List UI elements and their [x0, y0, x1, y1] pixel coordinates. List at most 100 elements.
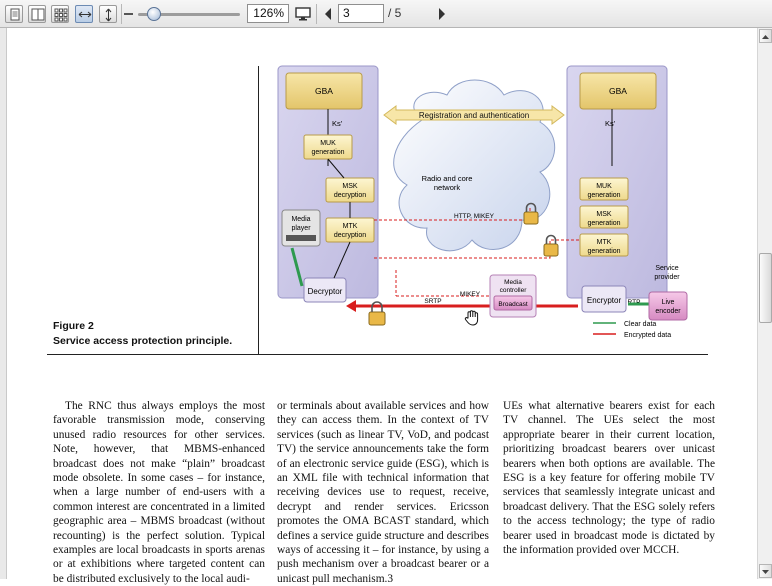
toolbar-separator [316, 4, 317, 24]
figure-caption: Figure 2 Service access protection princ… [53, 319, 232, 349]
fit-width-icon [78, 11, 92, 18]
radio-core-label: Radio and core [422, 174, 473, 183]
muk-left-label: MUK [320, 140, 336, 147]
msk-right-box [579, 205, 629, 229]
clear-data-to-player [290, 247, 304, 287]
viewer-toolbar: 126% 3 / 5 [0, 0, 772, 28]
zoom-out-button[interactable] [124, 9, 133, 18]
document-viewer[interactable]: Registration and authentication GBA GBA … [0, 28, 757, 585]
srtp-label: SRTP [424, 298, 441, 305]
legend-clear-label: Clear data [624, 321, 656, 328]
gba-left-label: GBA [315, 86, 333, 96]
media-player-label: Media [291, 216, 310, 223]
chevron-down-icon [762, 570, 769, 574]
mtk-right-label: MTK [597, 239, 612, 246]
page-total: / 5 [388, 6, 402, 20]
left-arrow-1 [327, 158, 345, 179]
mtk-right-label-2: generation [587, 248, 620, 255]
http-mikey-label: HTTP, MIKEY [454, 213, 495, 220]
hand-cursor-icon [463, 309, 481, 332]
encryptor-box [581, 285, 627, 313]
body-column-3: UEs what alternative bearers exist for e… [503, 399, 715, 557]
body-column-1: The RNC thus always employs the most fav… [53, 399, 265, 586]
muk-right-label: MUK [596, 183, 612, 190]
legend-encrypted-label: Encrypted data [624, 332, 671, 339]
radio-core-label-2: network [434, 183, 461, 192]
lock-icon [368, 301, 386, 326]
service-provider-label-2: provider [654, 274, 680, 281]
mtk-left-label-2: decryption [334, 232, 366, 239]
body-column-2: or terminals about available services an… [277, 399, 489, 586]
page-number-field[interactable]: 3 [338, 4, 384, 23]
service-provider-label: Service [655, 265, 678, 272]
msk-right-label: MSK [596, 211, 612, 218]
vertical-scrollbar[interactable] [757, 28, 772, 579]
broadcast-label: Broadcast [498, 301, 527, 308]
prev-page-icon [325, 8, 331, 20]
msk-left-label: MSK [342, 183, 358, 190]
zoom-value-field[interactable]: 126% [247, 4, 289, 23]
registration-label: Registration and authentication [419, 111, 529, 120]
monitor-icon [295, 7, 311, 21]
zoom-slider-track[interactable] [138, 13, 240, 16]
ks-right-label: Ks' [605, 119, 616, 128]
figure-legend: Clear data Encrypted data [593, 321, 671, 339]
media-controls [286, 235, 316, 241]
gba-left-box [285, 72, 363, 110]
registration-arrow [383, 105, 565, 125]
fit-height-icon [105, 8, 112, 22]
scroll-up-button[interactable] [759, 29, 772, 43]
scrollbar-thumb[interactable] [759, 253, 772, 323]
next-page-button[interactable] [436, 6, 448, 22]
decryptor-box [303, 277, 347, 303]
scroll-down-button[interactable] [759, 564, 772, 578]
figure-divider [258, 66, 259, 354]
encryptor-label: Encryptor [587, 296, 622, 305]
page-left-edge [0, 28, 7, 579]
mikey-label: MIKEY [460, 291, 481, 298]
fit-width-button[interactable] [75, 5, 93, 23]
body-column-2-text: or terminals about available services an… [277, 400, 489, 585]
mtk-left-label: MTK [343, 223, 358, 230]
muk-right-label-2: generation [587, 192, 620, 199]
ks-left-label: Ks' [332, 119, 343, 128]
two-page-view-button[interactable] [28, 5, 46, 23]
figure-bottom-rule [47, 354, 708, 355]
fit-height-button[interactable] [99, 5, 117, 23]
fullscreen-button[interactable] [294, 5, 312, 23]
lock-icon [523, 202, 539, 225]
live-encoder-box [648, 291, 688, 321]
msk-right-label-2: generation [587, 220, 620, 227]
single-page-icon [10, 8, 20, 21]
body-column-3-text: UEs what alternative bearers exist for e… [503, 400, 715, 557]
figure-caption-text: Service access protection principle. [53, 335, 233, 347]
figure-diagram: Registration and authentication GBA GBA … [277, 65, 688, 326]
msk-left-label-2: decryption [334, 192, 366, 199]
gba-right-label: GBA [609, 86, 627, 96]
grid-view-button[interactable] [51, 5, 69, 23]
prev-page-button[interactable] [322, 6, 334, 22]
next-page-icon [439, 8, 445, 20]
figure-label: Figure 2 [53, 320, 94, 332]
mtk-right-box [579, 233, 629, 257]
live-encoder-label-2: encoder [655, 308, 681, 315]
media-controller-label: Media [504, 279, 522, 286]
zoom-slider-handle[interactable] [147, 7, 161, 21]
srtp-arrowhead [346, 300, 356, 312]
media-player-label-2: player [291, 225, 311, 232]
toolbar-separator [121, 4, 122, 24]
muk-right-box [579, 177, 629, 201]
muk-left-label-2: generation [311, 149, 344, 156]
chevron-up-icon [762, 35, 769, 39]
two-page-icon [31, 8, 45, 21]
lock-icon [543, 234, 559, 257]
live-encoder-label: Live [662, 299, 675, 306]
body-column-1-text: The RNC thus always employs the most fav… [53, 400, 265, 585]
media-controller-label-2: controller [500, 287, 528, 294]
left-arrow-3 [333, 241, 351, 279]
network-cloud [393, 79, 556, 252]
grid-view-icon [54, 8, 68, 22]
decryptor-label: Decryptor [308, 287, 343, 296]
broadcast-box [493, 295, 533, 311]
single-page-view-button[interactable] [5, 5, 23, 23]
